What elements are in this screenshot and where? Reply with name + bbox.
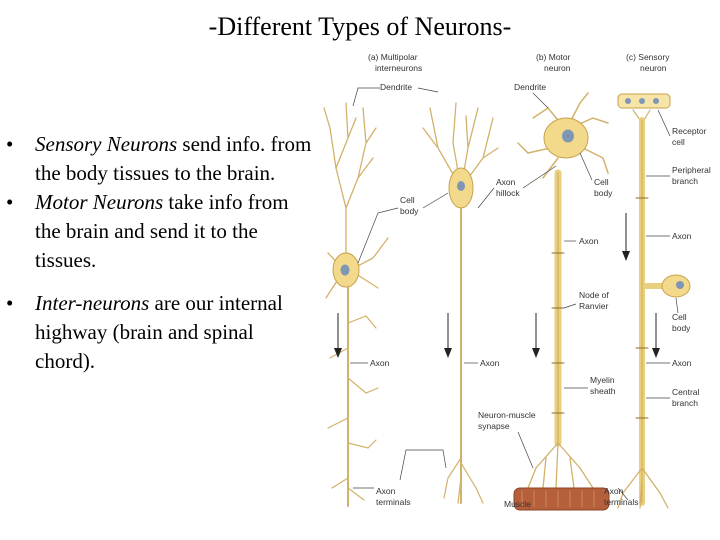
bullet-text: send info. from the body tissues to the …: [35, 132, 312, 185]
label-axon-hillock-2: hillock: [496, 188, 520, 198]
panel-titles: (a) Multipolar interneurons (b) Motor ne…: [368, 52, 670, 73]
panel-b-subtitle: neuron: [544, 63, 571, 73]
bullet-sensory: • Sensory Neurons send info. from the bod…: [6, 130, 316, 188]
label-axon-terminals-a-2: terminals: [376, 497, 410, 507]
bullet-dot: •: [6, 132, 14, 156]
bullet-dot: •: [6, 190, 14, 214]
label-dendrite-b: Dendrite: [514, 82, 546, 92]
panel-c-subtitle: neuron: [640, 63, 667, 73]
label-axon-terminals-c-1: Axon: [604, 486, 624, 496]
bullet-term: Motor Neurons: [35, 190, 164, 214]
label-cell-body-c-1: Cell: [672, 312, 687, 322]
label-receptor-1: Receptor: [672, 126, 707, 136]
direction-arrows: [334, 213, 660, 358]
bullet-term: Sensory Neurons: [35, 132, 178, 156]
label-myelin-1: Myelin: [590, 375, 615, 385]
label-axon-a1: Axon: [370, 358, 390, 368]
panel-a-title: (a) Multipolar: [368, 52, 418, 62]
bullet-dot: •: [6, 291, 14, 315]
label-central-1: Central: [672, 387, 700, 397]
label-axon-a2: Axon: [480, 358, 500, 368]
panel-c-title: (c) Sensory: [626, 52, 670, 62]
label-node-2: Ranvier: [579, 301, 608, 311]
label-axon-terminals-a-1: Axon: [376, 486, 396, 496]
label-central-2: branch: [672, 398, 698, 408]
bullet-list: • Sensory Neurons send info. from the bod…: [6, 130, 316, 376]
label-axon-terminals-c-2: terminals: [604, 497, 638, 507]
label-synapse-2: synapse: [478, 421, 510, 431]
label-myelin-2: sheath: [590, 386, 616, 396]
interneuron-1: [323, 102, 389, 507]
neuron-types-figure: (a) Multipolar interneurons (b) Motor ne…: [323, 52, 711, 511]
label-cell-body-b-1: Cell: [594, 177, 609, 187]
figure-labels: Dendrite Dendrite Cell body Axon hillock…: [350, 82, 711, 509]
label-muscle: Muscle: [504, 499, 531, 509]
label-receptor-2: cell: [672, 137, 685, 147]
interneuron-2: [422, 102, 499, 504]
label-peripheral-2: branch: [672, 176, 698, 186]
label-dendrite-a: Dendrite: [380, 82, 412, 92]
slide-title: -Different Types of Neurons-: [208, 12, 512, 41]
motor-neuron: [513, 92, 610, 511]
label-axon-c2: Axon: [672, 358, 692, 368]
label-node-1: Node of: [579, 290, 609, 300]
bullet-text: take info from the brain and send it to …: [35, 190, 289, 272]
panel-b-title: (b) Motor: [536, 52, 571, 62]
label-synapse-1: Neuron-muscle: [478, 410, 536, 420]
panel-a-subtitle: interneurons: [375, 63, 422, 73]
bullet-term: Inter-neurons: [35, 291, 150, 315]
sensory-neuron: [617, 93, 691, 509]
label-cell-body-a-1: Cell: [400, 195, 415, 205]
label-cell-body-a-2: body: [400, 206, 419, 216]
label-cell-body-b-2: body: [594, 188, 613, 198]
label-peripheral-1: Peripheral: [672, 165, 711, 175]
bullet-motor: • Motor Neurons take info from the brain …: [6, 188, 316, 275]
label-axon-c1: Axon: [672, 231, 692, 241]
bullet-text: are our internal highway (brain and spin…: [35, 291, 283, 373]
label-axon-b: Axon: [579, 236, 599, 246]
label-axon-hillock-1: Axon: [496, 177, 516, 187]
bullet-interneurons: • Inter-neurons are our internal highway …: [6, 289, 316, 376]
label-cell-body-c-2: body: [672, 323, 691, 333]
